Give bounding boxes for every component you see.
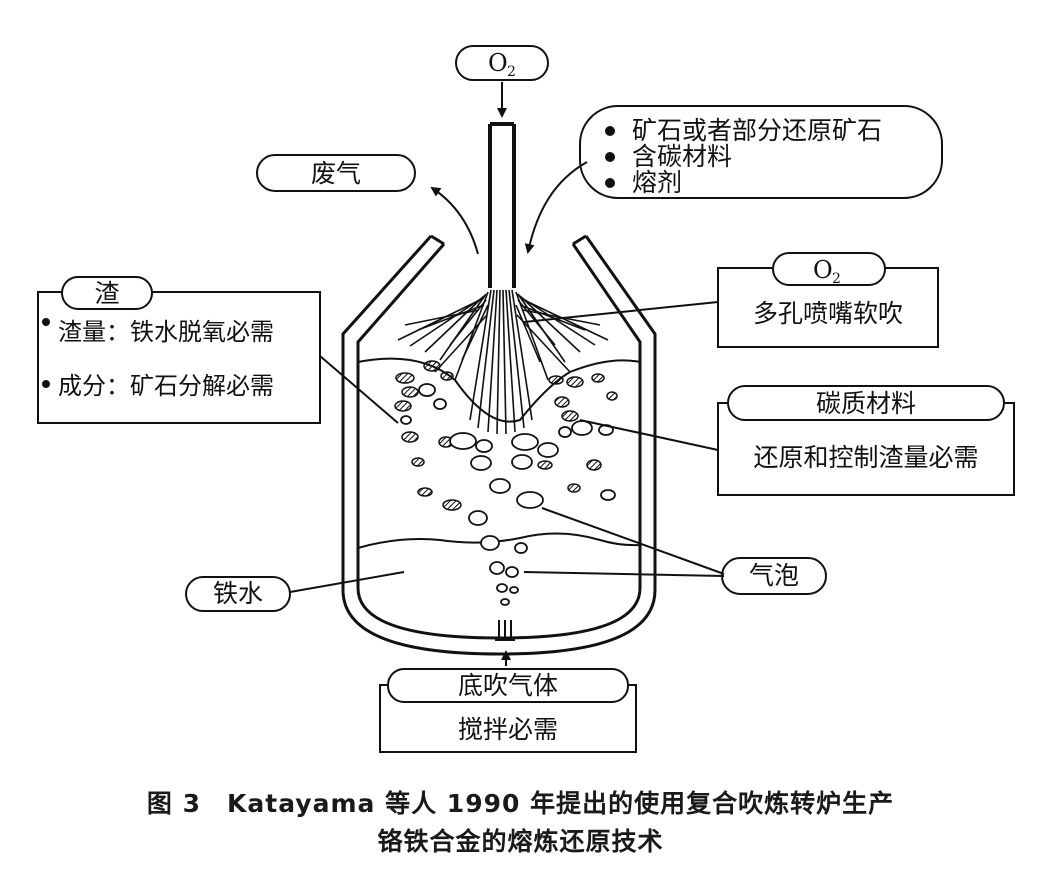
- bottom-tuyere: [495, 620, 515, 641]
- hot-metal-label: 铁水: [185, 576, 291, 612]
- waste-gas-arrow: [430, 186, 479, 255]
- slag-title: 渣: [94, 279, 119, 308]
- soft-blow-text: 多孔喷嘴软吹: [753, 299, 903, 328]
- bubbles-text: 气泡: [749, 561, 799, 590]
- bubbles-leader-line-2: [523, 571, 725, 577]
- carbon-leader-line: [579, 419, 719, 451]
- feed-item-carbon: 含碳材料: [632, 142, 732, 171]
- o2-side-text: O: [813, 256, 833, 284]
- bubbles-label: 气泡: [721, 557, 827, 595]
- o2-top-subscript: 2: [507, 64, 516, 80]
- o2-top-label: O 2: [455, 45, 549, 81]
- caption-line-2: 铬铁合金的熔炼还原技术: [377, 827, 664, 856]
- carbon-desc: 还原和控制渣量必需: [753, 443, 978, 472]
- o2-top-text: O: [488, 49, 508, 77]
- carbon-particles: [394, 360, 618, 511]
- feed-item-ore: 矿石或者部分还原矿石: [632, 116, 882, 145]
- stir-text: 搅拌必需: [458, 715, 558, 744]
- bottom-gas-text: 底吹气体: [458, 671, 558, 700]
- oxygen-lance: [488, 122, 516, 288]
- bubbles-leader-line-1: [541, 507, 725, 575]
- hot-metal-leader-line: [289, 571, 405, 593]
- carbon-material-box: 碳质材料 还原和控制渣量必需: [717, 385, 1015, 496]
- slag-label-box: 渣 渣量：铁水脱氧必需 成分：矿石分解必需: [37, 276, 321, 424]
- hot-metal-text: 铁水: [213, 579, 263, 608]
- feed-arrow: [524, 161, 588, 254]
- soft-blow-leader-line: [523, 301, 719, 323]
- o2-side-subscript: 2: [832, 271, 841, 287]
- carbon-title: 碳质材料: [816, 389, 916, 418]
- waste-gas-label: 废气: [256, 154, 416, 192]
- caption-line-1: 图 3 Katayama 等人 1990 年提出的使用复合吹炼转炉生产: [146, 789, 895, 818]
- slag-leader-line: [319, 355, 399, 424]
- feed-materials-box: 矿石或者部分还原矿石 含碳材料 熔剂: [579, 105, 943, 199]
- slag-item-amount: 渣量：铁水脱氧必需: [58, 318, 274, 346]
- waste-gas-text: 废气: [311, 159, 361, 188]
- oxygen-jet: [397, 289, 609, 435]
- feed-item-flux: 熔剂: [632, 168, 682, 197]
- soft-blow-box: O 2 多孔喷嘴软吹: [717, 252, 939, 348]
- gas-bubbles: [400, 383, 616, 606]
- slag-item-composition: 成分：矿石分解必需: [58, 372, 274, 400]
- slag-metal-interface: [357, 532, 641, 549]
- bottom-gas-box: 底吹气体 搅拌必需: [379, 668, 637, 753]
